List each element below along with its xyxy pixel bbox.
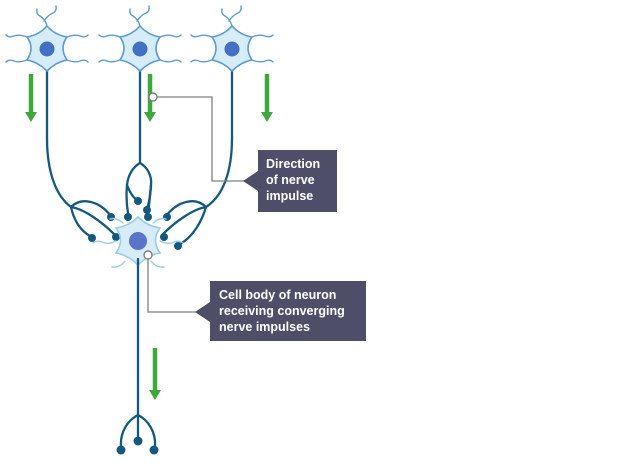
- synaptic-knob: [149, 445, 159, 455]
- dendrite: [92, 240, 117, 244]
- synaptic-knob: [107, 213, 115, 221]
- synaptic-knob: [144, 213, 152, 221]
- axon-left-neuron: [45, 66, 73, 209]
- synaptic-knob: [174, 242, 182, 250]
- direction-arrows: [25, 74, 273, 400]
- nucleus: [129, 232, 147, 250]
- connector-dot-icon: [143, 250, 153, 260]
- callout-box: [258, 150, 337, 212]
- connector-line: [147, 259, 196, 313]
- output-terminal-branch: [136, 413, 157, 448]
- left-terminal-branch: [69, 205, 92, 238]
- direction-arrowhead-icon: [261, 112, 273, 122]
- synaptic-knob: [143, 206, 151, 214]
- callout-text-line: impulse: [266, 189, 313, 203]
- dendrite: [152, 217, 167, 224]
- left-terminal-branch: [69, 205, 116, 236]
- dendrite: [111, 260, 126, 268]
- synaptic-knob: [88, 234, 96, 242]
- callout-cell-body: Cell body of neuron receiving converging…: [143, 250, 366, 341]
- callout-pointer: [195, 302, 210, 322]
- callout-box: [210, 281, 366, 341]
- callout-text-line: nerve impulses: [219, 320, 310, 334]
- direction-arrowhead-icon: [25, 112, 37, 122]
- synaptic-knobs: [88, 197, 182, 250]
- synaptic-knob: [160, 233, 168, 241]
- callout-text-line: receiving converging: [219, 304, 345, 318]
- dendrite: [109, 217, 124, 224]
- synaptic-knob: [124, 213, 132, 221]
- synaptic-knob: [163, 213, 171, 221]
- callout-pointer: [243, 171, 258, 191]
- left-terminal-branch: [69, 200, 112, 217]
- axon-right-neuron: [204, 66, 234, 209]
- output-terminal-branch: [119, 413, 140, 448]
- middle-terminal-branch: [145, 183, 153, 210]
- synaptic-knob: [133, 436, 143, 446]
- presynaptic-neuron-1: [5, 5, 89, 72]
- middle-terminal-branch: [138, 161, 153, 215]
- right-terminal-branch: [178, 205, 208, 246]
- synaptic-knob: [134, 197, 142, 205]
- presynaptic-neuron-2: [98, 5, 182, 72]
- synaptic-knob: [112, 233, 120, 241]
- callout-text-line: of nerve: [266, 173, 315, 187]
- dendrite: [150, 260, 165, 268]
- callout-text-line: Cell body of neuron: [219, 288, 336, 302]
- direction-arrowhead-icon: [144, 112, 156, 122]
- right-terminal-branch: [161, 205, 208, 236]
- dendrite: [159, 240, 184, 244]
- synaptic-knob: [116, 445, 126, 455]
- middle-terminal-branch: [125, 183, 139, 202]
- right-terminal-branch: [165, 200, 208, 217]
- connector-dot-icon: [148, 92, 158, 102]
- connector-line: [157, 96, 245, 182]
- direction-arrowhead-icon: [149, 390, 161, 400]
- callout-direction: Direction of nerve impulse: [148, 92, 337, 212]
- callout-text-line: Direction: [266, 157, 320, 171]
- presynaptic-neuron-3: [190, 5, 274, 72]
